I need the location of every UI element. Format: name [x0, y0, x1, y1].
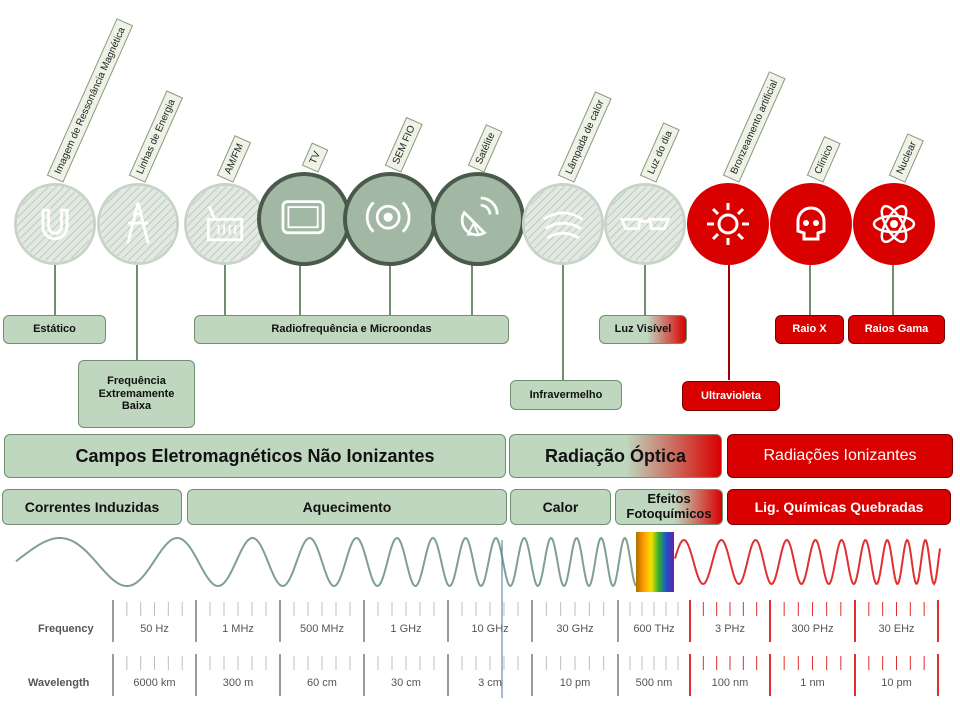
magnet-icon — [14, 183, 96, 265]
band-infrared: Infravermelho — [510, 380, 622, 410]
band-xray: Raio X — [775, 315, 844, 344]
wavelength-value: 3 cm — [478, 677, 502, 689]
wavelength-value: 100 nm — [711, 677, 749, 689]
effect-broken-bonds: Lig. Químicas Quebradas — [727, 489, 951, 525]
frequency-value: 3 PHz — [715, 623, 745, 635]
wireless-icon — [343, 172, 437, 266]
frequency-value: 1 MHz — [222, 623, 254, 635]
wavelength-value: 500 nm — [635, 677, 673, 689]
effect-heat: Calor — [510, 489, 611, 525]
band-ultraviolet: Ultravioleta — [682, 381, 780, 411]
effect-heating: Aquecimento — [187, 489, 507, 525]
wave-high-frequency — [674, 538, 941, 586]
category-ionizing: Radiações Ionizantes — [727, 434, 953, 478]
frequency-value: 10 GHz — [471, 623, 509, 635]
frequency-value: 1 GHz — [390, 623, 422, 635]
frequency-value: 600 THz — [633, 623, 675, 635]
band-visible-light: Luz Visível — [599, 315, 687, 344]
atom-icon — [853, 183, 935, 265]
band-gamma: Raios Gama — [848, 315, 945, 344]
frequency-value: 50 Hz — [140, 623, 169, 635]
wavelength-value: 10 pm — [881, 677, 912, 689]
visible-spectrum-band — [636, 532, 674, 592]
sun-icon — [687, 183, 769, 265]
wavelength-label: Wavelength — [28, 677, 90, 689]
wave — [15, 532, 941, 698]
power-tower-icon — [97, 183, 179, 265]
frequency-value: 500 MHz — [299, 623, 345, 635]
effect-photochemical: Efeitos Fotoquímicos — [615, 489, 723, 525]
band-static: Estático — [3, 315, 106, 344]
heat-waves-icon — [522, 183, 604, 265]
frequency-value: 30 EHz — [878, 623, 915, 635]
wavelength-value: 10 pm — [559, 677, 591, 689]
category-non-ionizing: Campos Eletromagnéticos Não Ionizantes — [4, 434, 506, 478]
wavelength-value: 60 cm — [307, 677, 337, 689]
band-radiofrequency: Radiofrequência e Microondas — [194, 315, 509, 344]
effect-induced-currents: Correntes Induzidas — [2, 489, 182, 525]
wavelength-value: 30 cm — [391, 677, 421, 689]
radio-icon — [184, 183, 266, 265]
skull-icon — [770, 183, 852, 265]
connector-lines — [54, 265, 894, 380]
wave-low-frequency — [15, 536, 637, 588]
band-elf: Frequência Extremamente Baixa — [78, 360, 195, 428]
tv-icon — [257, 172, 351, 266]
frequency-value: 300 PHz — [791, 623, 834, 635]
frequency-label: Frequency — [38, 623, 94, 635]
frequency-value: 30 GHz — [556, 623, 594, 635]
wavelength-value: 1 nm — [800, 677, 825, 689]
scale-ticks — [112, 600, 939, 696]
category-optical: Radiação Óptica — [509, 434, 722, 478]
sunglasses-icon — [604, 183, 686, 265]
satellite-dish-icon — [431, 172, 525, 266]
wavelength-value: 6000 km — [133, 677, 176, 689]
wavelength-value: 300 m — [222, 677, 254, 689]
